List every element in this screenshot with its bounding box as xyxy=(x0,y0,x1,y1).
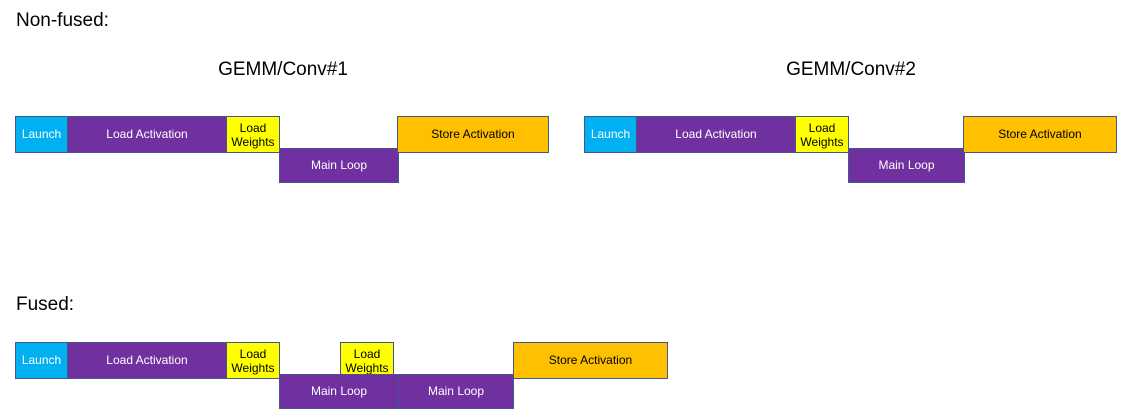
timeline-bar-store-activation-1: Store Activation xyxy=(397,116,549,153)
timeline-bar-launch-2: Launch xyxy=(584,116,637,153)
timeline-bar-launch-1: Launch xyxy=(15,116,68,153)
timeline-bar-load-activation-1: Load Activation xyxy=(67,116,227,153)
timeline-bar-main-loop-2: Main Loop xyxy=(848,148,965,183)
timeline-bar-load-activation-f: Load Activation xyxy=(67,342,227,379)
group-title-gemm-conv-1: GEMM/Conv#1 xyxy=(218,59,348,80)
section-label-fused: Fused: xyxy=(16,294,75,315)
timeline-bar-load-activation-2: Load Activation xyxy=(636,116,796,153)
timeline-bar-load-weights-2: Load Weights xyxy=(795,116,849,153)
timeline-bar-load-weights-f1: Load Weights xyxy=(226,342,280,379)
timeline-bar-main-loop-f1: Main Loop xyxy=(279,374,399,409)
timeline-bar-store-activation-2: Store Activation xyxy=(963,116,1117,153)
timeline-bar-launch-f: Launch xyxy=(15,342,68,379)
timeline-bar-main-loop-1: Main Loop xyxy=(279,148,399,183)
timeline-bar-load-weights-f2: Load Weights xyxy=(340,342,394,379)
timeline-bar-load-weights-1: Load Weights xyxy=(226,116,280,153)
timeline-bar-main-loop-f2: Main Loop xyxy=(398,374,514,409)
timeline-bar-store-activation-f: Store Activation xyxy=(513,342,668,379)
section-label-non-fused: Non-fused: xyxy=(16,10,109,31)
group-title-gemm-conv-2: GEMM/Conv#2 xyxy=(786,59,916,80)
